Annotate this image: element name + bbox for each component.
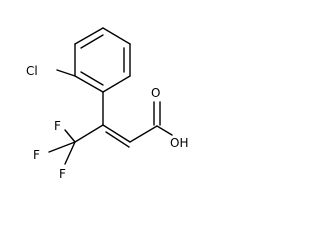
alkene-double-bond-inner xyxy=(105,131,130,148)
ring-double-bond-inner xyxy=(80,71,104,86)
hydroxyl-label: OH xyxy=(170,136,188,150)
carboxyl-carbon-bond xyxy=(129,125,158,143)
fluorine-label-top: F xyxy=(54,119,61,133)
carbonyl-oxygen-label: O xyxy=(151,86,160,100)
chemical-structure: Cl F F F O OH xyxy=(26,27,188,181)
fluorine-bond-bottom xyxy=(64,141,76,165)
ring-bond xyxy=(102,27,131,45)
ring-bond xyxy=(74,27,104,45)
chlorine-bond xyxy=(56,69,76,77)
fluorine-label-bottom: F xyxy=(59,167,66,181)
cf3-bond xyxy=(74,124,104,143)
ring-bond xyxy=(74,75,104,93)
benzene-ring xyxy=(74,27,131,93)
fluorine-label-left: F xyxy=(33,148,40,162)
chlorine-label: Cl xyxy=(26,64,38,78)
ring-double-bond-inner xyxy=(80,34,104,49)
fluorine-bond-top xyxy=(64,129,76,143)
ring-bond xyxy=(102,75,131,93)
hydroxyl-bond xyxy=(156,125,173,136)
fluorine-bond-left xyxy=(48,141,76,153)
alkene-double-bond xyxy=(102,124,131,143)
